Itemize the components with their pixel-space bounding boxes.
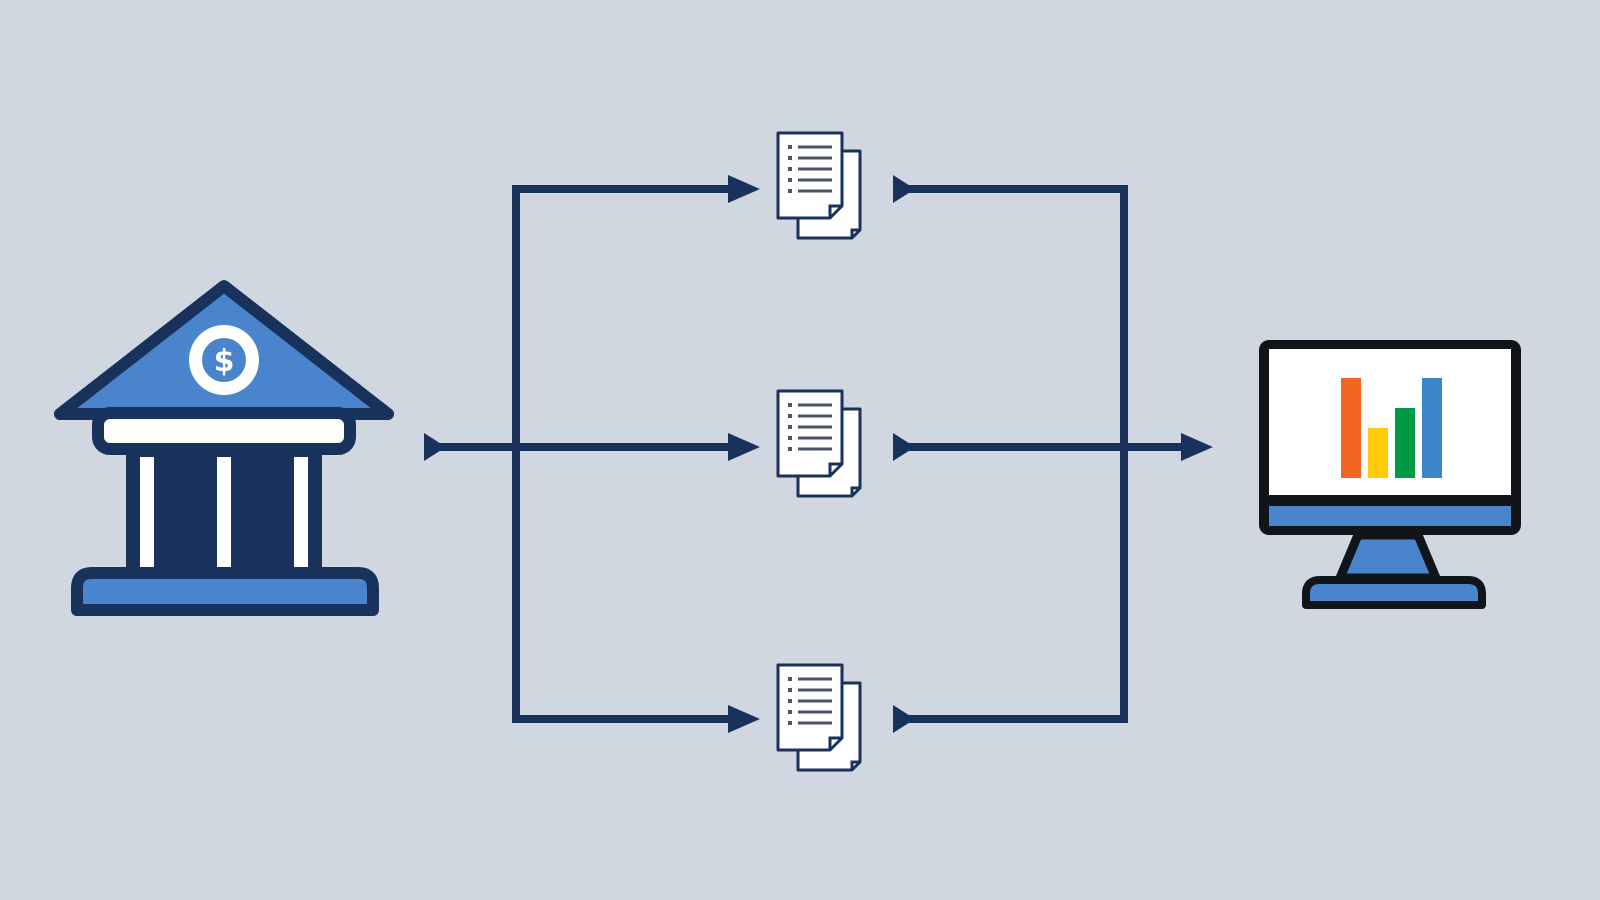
- monitor-bar-chart-icon: [1259, 340, 1521, 609]
- monitor-stand: [1335, 530, 1441, 583]
- document-stack-icon: [776, 663, 862, 772]
- arrow-from-doc-middle-icon: [893, 433, 915, 461]
- dollar-sign-icon: $: [214, 344, 235, 379]
- arrow-into-doc-top-icon: [728, 175, 760, 203]
- monitor-chin: [1269, 506, 1511, 526]
- bank-column: [217, 457, 231, 571]
- bank-entablature: [92, 407, 356, 455]
- monitor-screen: [1269, 349, 1511, 495]
- chart-bar-3: [1395, 408, 1415, 478]
- bank-column: [294, 457, 308, 571]
- merge-right-bracket: [903, 185, 1128, 723]
- chart-bar-2: [1368, 428, 1388, 478]
- chart-bar-1: [1341, 378, 1361, 478]
- bank-column: [140, 457, 154, 571]
- split-left-bracket: [512, 185, 735, 723]
- arrow-from-doc-top-icon: [893, 175, 915, 203]
- bar-chart-icon: [1341, 378, 1442, 478]
- arrow-into-junction-icon: [424, 433, 446, 461]
- bank-icon: $: [54, 280, 394, 616]
- arrow-into-doc-bottom-icon: [728, 705, 760, 733]
- arrowheads: [424, 175, 1213, 733]
- arrow-from-doc-bottom-icon: [893, 705, 915, 733]
- document-stack-icon: [776, 389, 862, 498]
- document-stack-icon: [776, 131, 862, 240]
- bank-coin-inner: [202, 338, 246, 382]
- arrow-into-monitor-icon: [1181, 433, 1213, 461]
- arrow-into-doc-middle-icon: [728, 433, 760, 461]
- chart-bar-4: [1422, 378, 1442, 478]
- bank-base: [71, 567, 379, 616]
- monitor-stand-base: [1302, 576, 1486, 609]
- flow-connectors: [432, 185, 1185, 723]
